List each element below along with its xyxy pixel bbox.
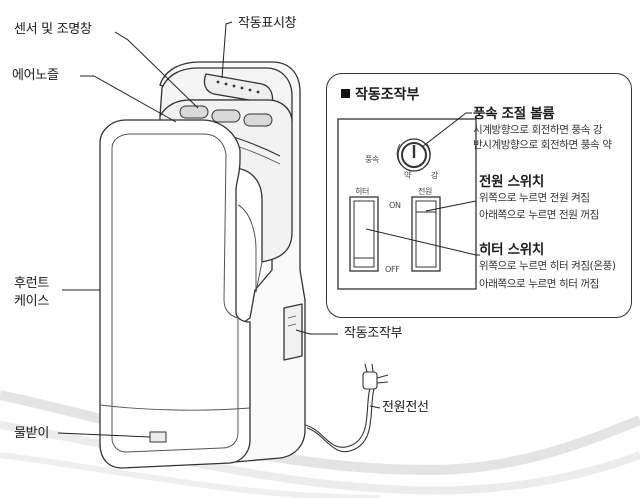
label-sensor-window: 센서 및 조명창 <box>14 22 92 37</box>
power-cord <box>304 363 389 453</box>
front-case <box>99 119 251 469</box>
knob-label-strong: 강 <box>431 171 439 180</box>
sensor-windows <box>179 105 273 127</box>
fan-control-heading: 풍속 조절 볼륨 <box>473 106 555 122</box>
control-panel-detail: 작동조작부 풍속 약 강 히터 <box>326 73 632 318</box>
heater-switch-label: 히터 <box>355 187 370 196</box>
power-switch-label: 전원 <box>418 187 433 196</box>
label-status-display: 작동표시창 <box>238 16 297 31</box>
fan-control-desc1: 시계방향으로 회전하면 풍속 강 <box>473 124 603 136</box>
hand-dryer-body <box>99 61 306 469</box>
off-label: OFF <box>385 265 400 274</box>
heater-switch-desc2: 아래쪽으로 누르면 히터 꺼짐 <box>479 278 599 290</box>
heater-switch-heading: 히터 스위치 <box>479 242 544 258</box>
knob-label-weak: 약 <box>404 171 412 180</box>
fan-control-desc2: 반시계방향으로 회전하면 풍속 약 <box>473 139 612 151</box>
label-power-cord: 전원전선 <box>382 400 429 415</box>
label-air-nozzle: 에어노즐 <box>12 68 59 83</box>
knob-label-fan: 풍속 <box>365 155 380 164</box>
label-front-case-line2: 케이스 <box>14 294 49 309</box>
panel-title-text: 작동조작부 <box>355 87 420 103</box>
panel-drawing <box>337 112 480 290</box>
plug-icon <box>362 363 389 390</box>
background-swoosh <box>0 390 640 498</box>
panel-leader-lines <box>365 112 480 256</box>
power-switch-desc2: 아래쪽으로 누르면 전원 꺼짐 <box>479 209 599 221</box>
label-drip-tray: 물받이 <box>14 426 49 441</box>
label-front-case-line1: 후런트 <box>14 276 49 291</box>
square-bullet-icon <box>341 89 350 98</box>
power-switch-desc1: 위쪽으로 누르면 전원 켜짐 <box>479 192 590 204</box>
label-control-unit: 작동조작부 <box>344 326 403 341</box>
leader-lines <box>57 21 381 438</box>
heater-switch-desc1: 위쪽으로 누르면 히터 켜짐(온풍) <box>479 260 616 272</box>
drip-tray <box>149 431 167 443</box>
power-switch <box>411 196 441 272</box>
heater-switch <box>349 196 379 272</box>
panel-title: 작동조작부 <box>341 84 419 104</box>
indicator-lights <box>216 80 260 94</box>
on-label: ON <box>389 201 401 210</box>
side-control-unit <box>283 303 303 361</box>
power-switch-heading: 전원 스위치 <box>479 174 544 190</box>
